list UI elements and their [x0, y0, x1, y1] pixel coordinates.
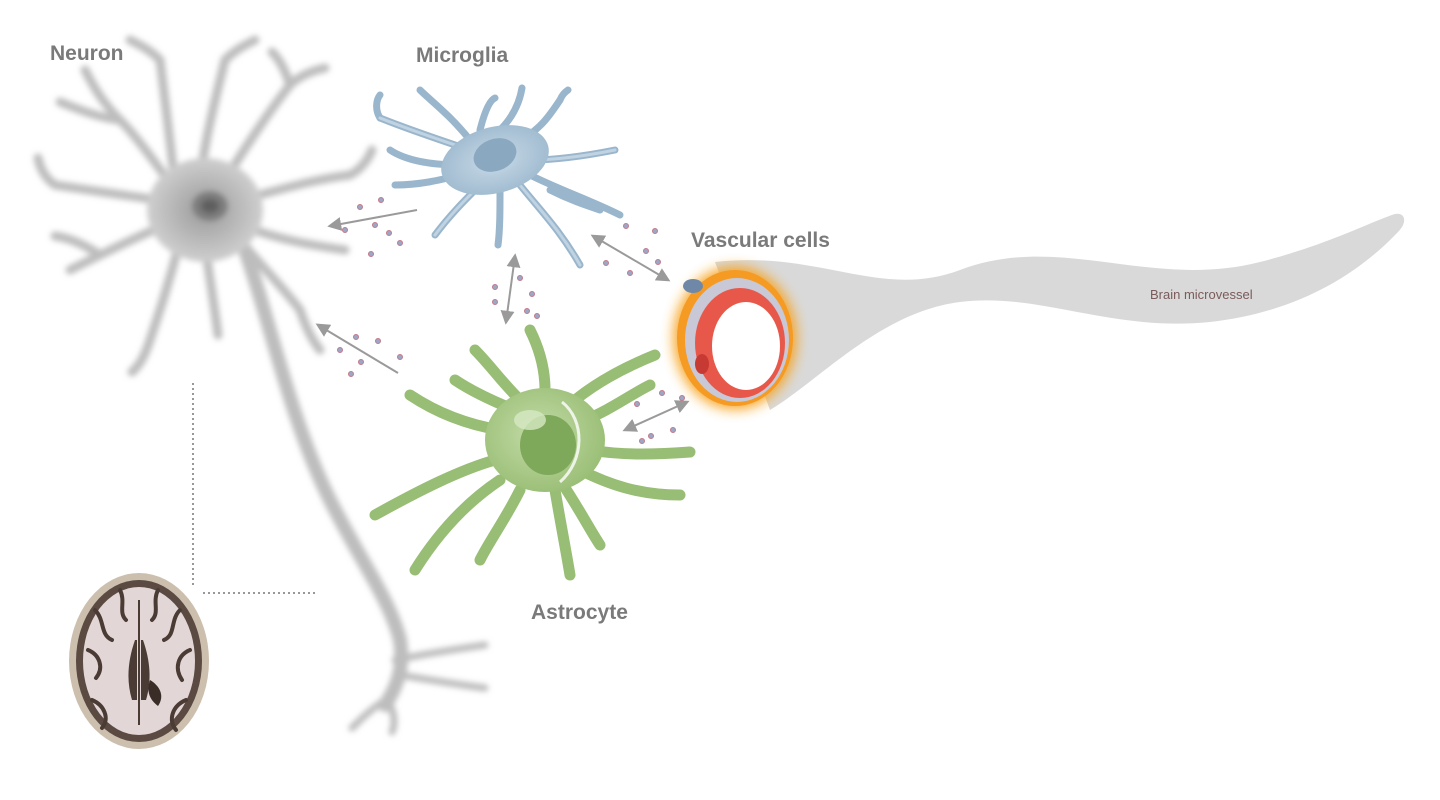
- signaling-arrows: [315, 209, 690, 432]
- label-microglia: Microglia: [416, 44, 509, 67]
- callout-line: [192, 383, 315, 594]
- endothelial-nucleus: [695, 354, 709, 374]
- arrow-microglia-vascular: [590, 234, 671, 282]
- astrocyte-nucleus: [520, 415, 576, 475]
- arrow-astrocyte-vascular: [622, 400, 690, 432]
- pericyte: [683, 279, 703, 293]
- brain-microvessel: [715, 213, 1405, 410]
- label-vascular-cells: Vascular cells: [691, 229, 830, 252]
- microglia-nucleus: [473, 138, 517, 172]
- brain-axial-slice-icon: [69, 573, 209, 749]
- arrow-microglia-astrocyte: [500, 253, 521, 325]
- label-astrocyte: Astrocyte: [531, 601, 628, 624]
- microvessel-body: [715, 213, 1405, 410]
- neuron: [33, 35, 489, 736]
- signaling-molecules: [337, 197, 685, 444]
- astrocyte-cell: [369, 324, 696, 581]
- microglia-cell: [373, 84, 624, 269]
- axon: [238, 243, 409, 712]
- vascular-cells: [673, 266, 797, 410]
- label-neuron: Neuron: [50, 42, 124, 65]
- arrow-astrocyte-to-neuron: [315, 323, 399, 374]
- arrow-microglia-to-neuron: [327, 209, 418, 231]
- label-brain-microvessel: Brain microvessel: [1150, 287, 1253, 302]
